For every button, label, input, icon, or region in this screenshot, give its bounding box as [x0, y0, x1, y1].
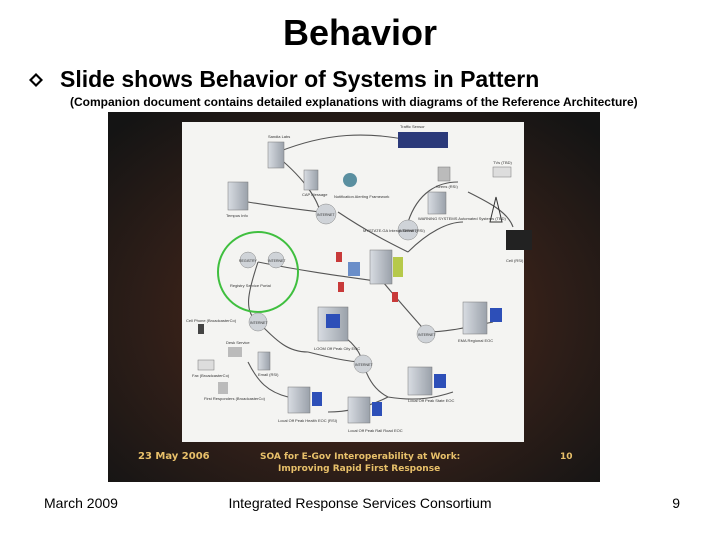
traffic-sensor-label: Traffic Sensor: [400, 124, 425, 129]
svg-text:First Responders (BroadcasterC: First Responders (BroadcasterCo): [204, 396, 266, 401]
node-internet-left: INTERNET: [248, 312, 268, 332]
svg-text:Sirens (RSI): Sirens (RSI): [436, 184, 458, 189]
footer-organization: Integrated Response Services Consortium: [228, 495, 492, 511]
companion-note: (Companion document contains detailed ex…: [70, 95, 638, 109]
node-eoc-right: EMA Regional EOC: [458, 301, 502, 343]
svg-text:Cell Phone (BroadcasterCo): Cell Phone (BroadcasterCo): [186, 318, 237, 323]
svg-text:Registry Service Portal: Registry Service Portal: [230, 283, 271, 288]
node-traffic-sensor: Traffic Sensor: [398, 124, 448, 148]
svg-text:Sandia Labs: Sandia Labs: [268, 134, 290, 139]
node-notification-framework: Notification Alerting Framework: [334, 173, 389, 199]
svg-text:Fax (BroadcasterCo): Fax (BroadcasterCo): [192, 373, 230, 378]
bullet-item: Slide shows Behavior of Systems in Patte…: [28, 66, 539, 93]
diamond-bullet-icon: [29, 72, 43, 87]
svg-text:WARNING SYSTEMS Automated Syst: WARNING SYSTEMS Automated Systems (TBD): [418, 216, 507, 221]
svg-text:Local Off Peak Rail Road EOC: Local Off Peak Rail Road EOC: [348, 428, 403, 433]
node-internet-top: INTERNET: [315, 203, 337, 225]
node-cell-phone: Cell Phone (BroadcasterCo): [186, 318, 237, 334]
node-local-bc: Local Off Peak Rail Road EOC: [347, 396, 403, 433]
node-sirens: Sirens (RSI): [436, 166, 458, 189]
svg-text:INTERNET: INTERNET: [317, 213, 335, 217]
node-first-responders: First Responders (BroadcasterCo): [204, 382, 266, 401]
svg-text:Email (RSI): Email (RSI): [258, 372, 279, 377]
node-tempus-info: Tempus Info: [226, 181, 249, 218]
node-local-bl: Local Off Peak Health EOC (RSI): [278, 386, 338, 423]
svg-text:EMA Regional EOC: EMA Regional EOC: [458, 338, 493, 343]
slide-title: Behavior: [282, 12, 438, 53]
node-fax: Fax (BroadcasterCo): [192, 359, 230, 378]
node-internet-right: INTERNET: [397, 219, 419, 241]
node-local-mid: Local Off Peak State EOC: [407, 366, 455, 403]
diagram-panel: [182, 122, 524, 442]
svg-text:CAP Message: CAP Message: [302, 192, 328, 197]
node-email: Email (RSI): [257, 351, 279, 377]
banner-title-line1: SOA for E-Gov Interoperability at Work:: [260, 452, 460, 462]
svg-text:INTERNET: INTERNET: [418, 333, 436, 337]
svg-text:INTERNET: INTERNET: [250, 321, 268, 325]
node-mystate-server: MYSTATE.GA Interop Server (RSI): [348, 228, 426, 285]
node-loom: LOOM Off Peak City EOC: [314, 306, 360, 351]
node-internet-mid: INTERNET: [416, 324, 436, 344]
banner-date: 23 May 2006: [138, 451, 210, 462]
node-cell-tower: Cell (RSI): [489, 196, 532, 263]
svg-text:Local Off Peak Health EOC (RSI: Local Off Peak Health EOC (RSI): [278, 418, 338, 423]
node-desk-service: Desk Service: [226, 340, 250, 357]
svg-text:Desk Service: Desk Service: [226, 340, 250, 345]
node-warning-systems: WARNING SYSTEMS Automated Systems (TBD): [418, 191, 507, 221]
svg-text:Cell (RSI): Cell (RSI): [506, 258, 524, 263]
node-tvs: TVs (TBD): [492, 160, 513, 178]
node-internet-bottom: INTERNET: [353, 354, 373, 374]
svg-text:Notification Alerting Framewor: Notification Alerting Framework: [334, 194, 389, 199]
node-registry-portal: REGISTRY INTERNET Registry Service Porta…: [217, 231, 299, 313]
svg-text:INTERNET: INTERNET: [399, 229, 417, 233]
node-cap-message: CAP Message: [302, 169, 328, 197]
firewall-icons: [336, 252, 398, 302]
node-sandia-labs: Sandia Labs: [267, 134, 290, 169]
footer-date: March 2009: [44, 495, 118, 511]
svg-text:Local Off Peak State EOC: Local Off Peak State EOC: [408, 398, 455, 403]
svg-text:REGISTRY: REGISTRY: [239, 259, 257, 263]
svg-text:MYSTATE.GA Interop Server (RSI: MYSTATE.GA Interop Server (RSI): [363, 228, 426, 233]
svg-text:Tempus Info: Tempus Info: [226, 213, 249, 218]
svg-text:INTERNET: INTERNET: [268, 259, 286, 263]
banner-page-number: 10: [560, 452, 573, 462]
svg-text:TVs (TBD): TVs (TBD): [493, 160, 513, 165]
svg-text:LOOM Off Peak City EOC: LOOM Off Peak City EOC: [314, 346, 360, 351]
architecture-diagram-image: Traffic Sensor Sandia Labs Tempus Info C…: [108, 112, 600, 482]
bullet-text: Slide shows Behavior of Systems in Patte…: [60, 66, 540, 92]
svg-text:INTERNET: INTERNET: [355, 363, 373, 367]
banner-title-line2: Improving Rapid First Response: [278, 464, 440, 474]
footer-page-number: 9: [672, 495, 680, 511]
